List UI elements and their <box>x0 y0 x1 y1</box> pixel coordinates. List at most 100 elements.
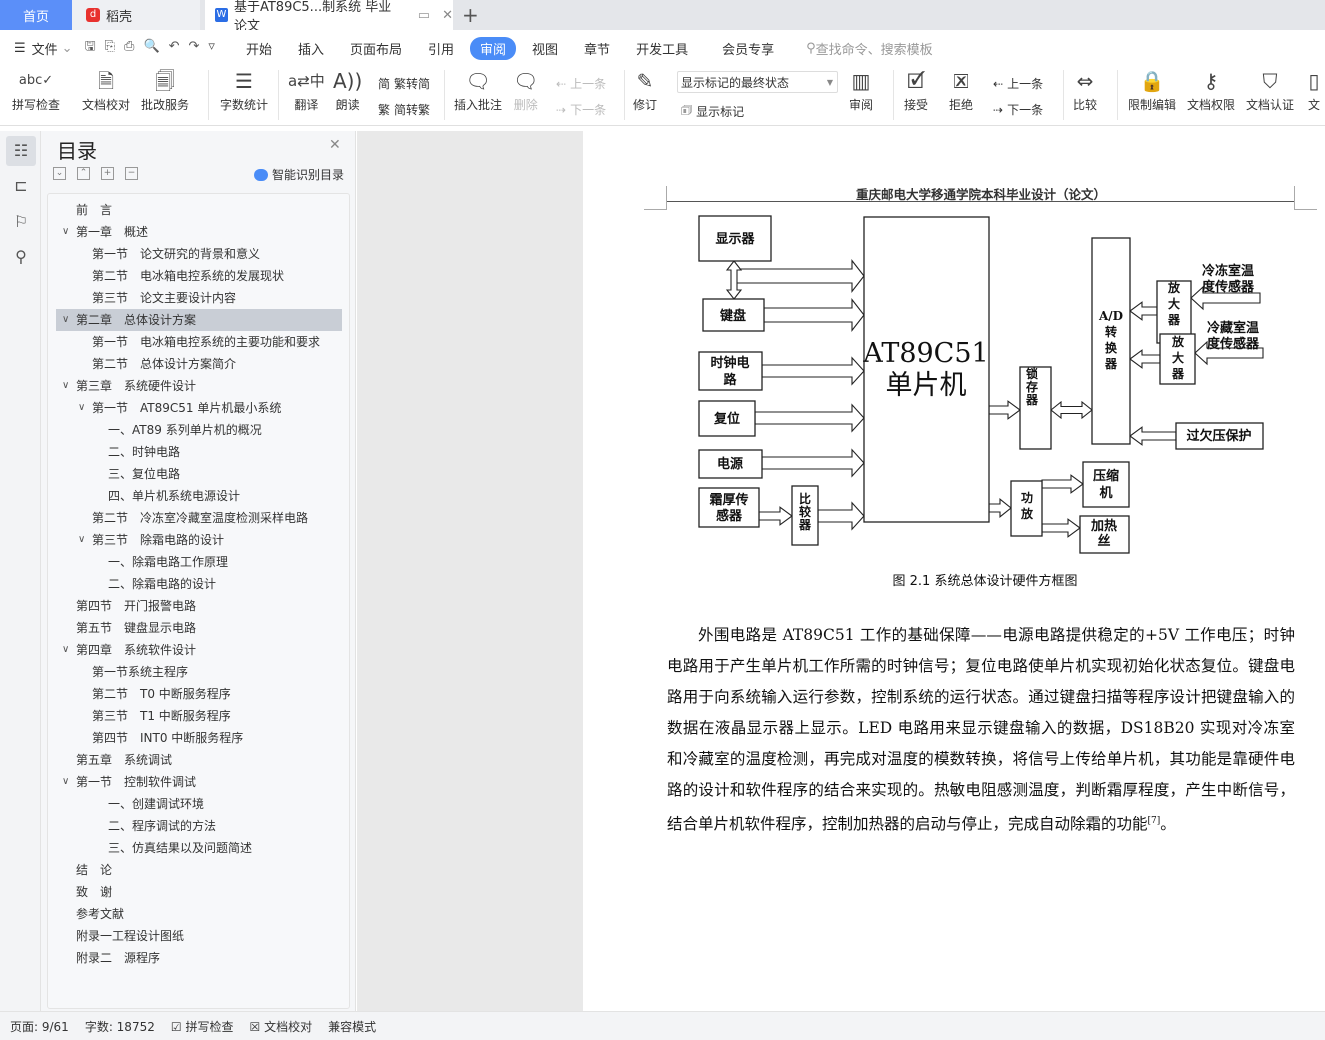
spell-check-button[interactable]: abc✓拼写检查 <box>12 66 60 113</box>
toc-item[interactable]: 第四节 INT0 中断服务程序 <box>56 727 342 749</box>
track-changes-button[interactable]: ✎修订 <box>633 66 657 113</box>
chevron-down-icon[interactable]: ∨ <box>62 380 70 391</box>
more-button[interactable]: ▯文 <box>1308 66 1320 113</box>
reject-button[interactable]: 🗷拒绝 <box>949 66 973 113</box>
review-pane-button[interactable]: ▥审阅 <box>849 66 873 113</box>
menu-tab[interactable]: 页面布局 <box>349 42 402 58</box>
toc-item[interactable]: 一、除霜电路工作原理 <box>56 551 342 573</box>
proofread-button[interactable]: 🗎文档校对 <box>82 66 130 113</box>
toc-item[interactable]: ∨第一章 概述 <box>56 221 342 243</box>
traditional-to-simplified-button[interactable]: 简繁转简 <box>378 75 430 92</box>
toc-item[interactable]: 一、AT89 系列单片机的概况 <box>56 419 342 441</box>
expand-all-icon[interactable]: + <box>101 167 114 180</box>
menu-icon[interactable]: ☰ <box>14 40 26 56</box>
next-comment-button[interactable]: ⇢下一条 <box>556 101 606 118</box>
accept-button[interactable]: 🗹接受 <box>904 66 928 113</box>
quick-access-toolbar[interactable]: 🖫⎘⎙🔍↶↷▿ <box>84 39 224 54</box>
citation[interactable]: [7] <box>1147 816 1161 826</box>
toc-item[interactable]: 二、除霜电路的设计 <box>56 573 342 595</box>
toc-item[interactable]: 第二节 冷冻室冷藏室温度检测采样电路 <box>56 507 342 529</box>
toc-item[interactable]: 四、单片机系统电源设计 <box>56 485 342 507</box>
chevron-down-icon[interactable]: ∨ <box>62 314 70 325</box>
toc-item[interactable]: 参考文献 <box>56 903 342 925</box>
translate-button[interactable]: a⇄中翻译 <box>288 66 325 113</box>
next-change-button[interactable]: ⇢下一条 <box>993 101 1043 118</box>
smart-toc-button[interactable]: 智能识别目录 <box>254 166 344 183</box>
pin-icon[interactable]: ▭ <box>417 7 431 23</box>
toc-item[interactable]: 三、复位电路 <box>56 463 342 485</box>
chevron-down-icon[interactable]: ∨ <box>62 226 70 237</box>
file-menu[interactable]: 文件 <box>31 42 58 58</box>
close-tab-icon[interactable]: ✕ <box>442 7 453 23</box>
insert-comment-button[interactable]: 🗨插入批注 <box>454 66 502 113</box>
word-count-button[interactable]: ☰字数统计 <box>220 66 268 113</box>
page-indicator[interactable]: 页面: 9/61 <box>10 1019 69 1034</box>
chevron-down-icon[interactable]: ∨ <box>62 644 70 655</box>
toc-item[interactable]: ∨第三节 除霜电路的设计 <box>56 529 342 551</box>
previous-comment-button[interactable]: ⇠上一条 <box>556 75 606 92</box>
chevron-down-icon[interactable]: ∨ <box>62 776 70 787</box>
delete-comment-button[interactable]: 🗨删除 <box>513 66 538 113</box>
toc-item[interactable]: 致 谢 <box>56 881 342 903</box>
menu-tab[interactable]: 插入 <box>297 42 324 58</box>
document-permission-button[interactable]: ⚷文档权限 <box>1187 66 1235 113</box>
toc-item[interactable]: 结 论 <box>56 859 342 881</box>
toc-item[interactable]: ∨第二章 总体设计方案 <box>56 309 342 331</box>
proofread-status[interactable]: ☒ 文档校对 <box>249 1018 312 1035</box>
menu-tab[interactable]: 章节 <box>584 42 611 58</box>
toc-item[interactable]: 第一节系统主程序 <box>56 661 342 683</box>
toc-item[interactable]: 第三节 论文主要设计内容 <box>56 287 342 309</box>
toc-item[interactable]: 第一节 论文研究的背景和意义 <box>56 243 342 265</box>
markup-display-select[interactable]: 显示标记的最终状态▼ <box>677 71 838 93</box>
menu-tab[interactable]: 视图 <box>532 42 559 58</box>
chevron-down-icon[interactable]: ⌄ <box>61 40 73 56</box>
close-icon[interactable]: ✕ <box>329 137 341 153</box>
tab-home[interactable]: 首页 <box>0 0 72 30</box>
toc-item[interactable]: 第二节 电冰箱电控系统的发展现状 <box>56 265 342 287</box>
toc-item[interactable]: 第二节 总体设计方案简介 <box>56 353 342 375</box>
chevron-down-icon[interactable]: ∨ <box>78 534 86 545</box>
toc-item[interactable]: 二、程序调试的方法 <box>56 815 342 837</box>
word-count[interactable]: 字数: 18752 <box>84 1019 155 1034</box>
new-tab-button[interactable]: + <box>462 3 479 27</box>
read-aloud-button[interactable]: A))朗读 <box>333 66 362 113</box>
command-search-input[interactable]: 查找命令、搜索模板 <box>815 42 933 58</box>
chevron-down-icon[interactable]: ∨ <box>78 402 86 413</box>
show-markup-button[interactable]: 🗊显示标记 <box>681 101 744 122</box>
toc-item[interactable]: 一、创建调试环境 <box>56 793 342 815</box>
toc-item[interactable]: ∨第三章 系统硬件设计 <box>56 375 342 397</box>
toc-item[interactable]: 三、仿真结果以及问题简述 <box>56 837 342 859</box>
toc-item[interactable]: ∨第一节 控制软件调试 <box>56 771 342 793</box>
toc-icon[interactable]: ☷ <box>6 136 36 166</box>
toc-item[interactable]: 第一节 电冰箱电控系统的主要功能和要求 <box>56 331 342 353</box>
previous-change-button[interactable]: ⇠上一条 <box>993 75 1043 92</box>
compare-button[interactable]: ⇔比较 <box>1073 66 1097 113</box>
toc-item[interactable]: 前 言 <box>56 199 342 221</box>
toc-item[interactable]: 第五章 系统调试 <box>56 749 342 771</box>
toc-item[interactable]: 二、时钟电路 <box>56 441 342 463</box>
toc-item[interactable]: 第二节 T0 中断服务程序 <box>56 683 342 705</box>
toc-item[interactable]: 第四节 开门报警电路 <box>56 595 342 617</box>
menu-tab[interactable]: 开发工具 <box>636 42 689 58</box>
menu-tab[interactable]: 引用 <box>428 42 455 58</box>
collapse-all-icon[interactable]: − <box>125 167 138 180</box>
bookmark-icon[interactable]: ⚐ <box>13 212 29 231</box>
document-certification-button[interactable]: ⛉文档认证 <box>1246 66 1294 113</box>
collapse-up-icon[interactable]: ⌃ <box>77 167 90 180</box>
expand-down-icon[interactable]: ⌄ <box>53 167 66 180</box>
toc-item[interactable]: 附录一工程设计图纸 <box>56 925 342 947</box>
menu-tab[interactable]: 开始 <box>245 42 272 58</box>
menu-tab[interactable]: 会员专享 <box>722 42 775 58</box>
toc-item[interactable]: ∨第四章 系统软件设计 <box>56 639 342 661</box>
spell-check-status[interactable]: ☑ 拼写检查 <box>171 1018 234 1035</box>
toc-item[interactable]: ∨第一节 AT89C51 单片机最小系统 <box>56 397 342 419</box>
restrict-editing-button[interactable]: 🔒限制编辑 <box>1128 66 1176 113</box>
toc-item[interactable]: 第五节 键盘显示电路 <box>56 617 342 639</box>
search-icon[interactable]: ⚲ <box>15 247 27 266</box>
navigation-icon[interactable]: ⊏ <box>14 176 28 195</box>
simplified-to-traditional-button[interactable]: 繁简转繁 <box>378 101 430 118</box>
menu-tab[interactable]: 审阅 <box>470 36 517 60</box>
toc-item[interactable]: 第三节 T1 中断服务程序 <box>56 705 342 727</box>
